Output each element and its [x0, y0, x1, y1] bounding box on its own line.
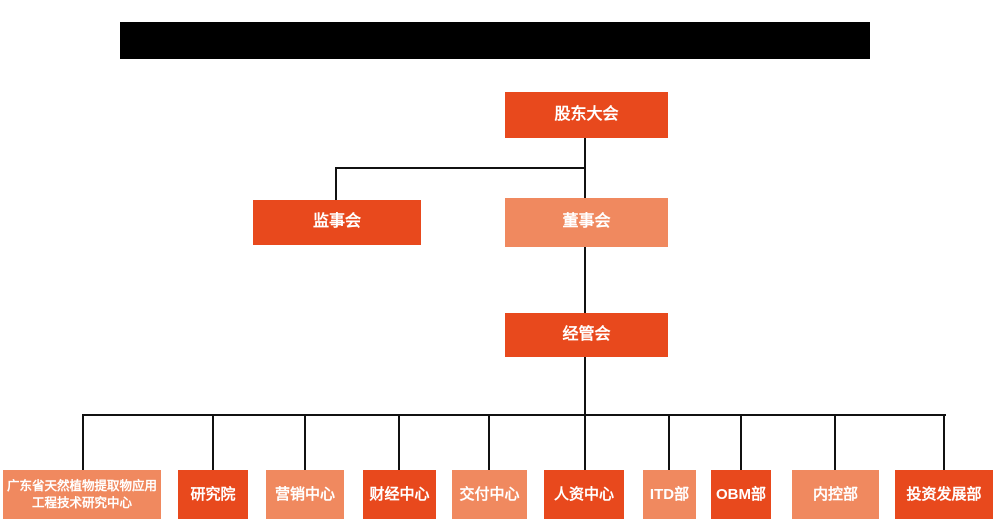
- connector-drop-supervisory: [335, 167, 337, 200]
- connector-board-to-management: [584, 247, 586, 313]
- org-node-label: 董事会: [562, 213, 611, 231]
- org-node-label: 研究院: [190, 485, 236, 503]
- connector-split-supervisory: [335, 167, 586, 169]
- org-node-management-committee: 经管会: [505, 313, 668, 357]
- org-node-research-center: 广东省天然植物提取物应用工程技术研究中心: [3, 470, 161, 519]
- org-node-marketing-center: 营销中心: [266, 470, 344, 519]
- connector-drop-dept4: [398, 414, 400, 470]
- org-node-delivery-center: 交付中心: [452, 470, 527, 519]
- connector-drop-dept7: [668, 414, 670, 470]
- connector-drop-dept8: [740, 414, 742, 470]
- connector-bottom-rail: [82, 414, 946, 416]
- connector-drop-dept5: [488, 414, 490, 470]
- connector-drop-dept1: [82, 414, 84, 470]
- connector-drop-dept9: [834, 414, 836, 470]
- org-node-board-of-directors: 董事会: [505, 198, 668, 247]
- org-node-internal-control-department: 内控部: [792, 470, 879, 519]
- org-node-label: 投资发展部: [906, 485, 982, 503]
- org-node-label: 交付中心: [459, 485, 520, 503]
- connector-management-down: [584, 357, 586, 470]
- org-node-label: 人资中心: [553, 485, 614, 503]
- connector-drop-dept2: [212, 414, 214, 470]
- org-node-label: 财经中心: [369, 485, 430, 503]
- connector-drop-dept10: [943, 414, 945, 470]
- org-node-label: 监事会: [312, 213, 361, 231]
- org-node-research-institute: 研究院: [178, 470, 248, 519]
- org-node-label: 股东大会: [554, 105, 619, 123]
- org-node-label: ITD部: [649, 485, 690, 503]
- org-node-finance-center: 财经中心: [363, 470, 436, 519]
- org-node-obm-department: OBM部: [711, 470, 771, 519]
- org-node-shareholders-meeting: 股东大会: [505, 92, 668, 138]
- org-node-label: 广东省天然植物提取物应用工程技术研究中心: [7, 479, 158, 510]
- connector-drop-dept3: [304, 414, 306, 470]
- org-node-itd-department: ITD部: [643, 470, 696, 519]
- redacted-title-bar: [120, 22, 870, 59]
- org-node-label: 经管会: [562, 325, 611, 343]
- org-node-hr-center: 人资中心: [544, 470, 624, 519]
- org-node-label: 营销中心: [274, 485, 335, 503]
- org-node-label: OBM部: [716, 485, 766, 503]
- org-node-investment-development-department: 投资发展部: [895, 470, 993, 519]
- org-node-supervisory-board: 监事会: [253, 200, 421, 245]
- org-node-label: 内控部: [812, 485, 858, 503]
